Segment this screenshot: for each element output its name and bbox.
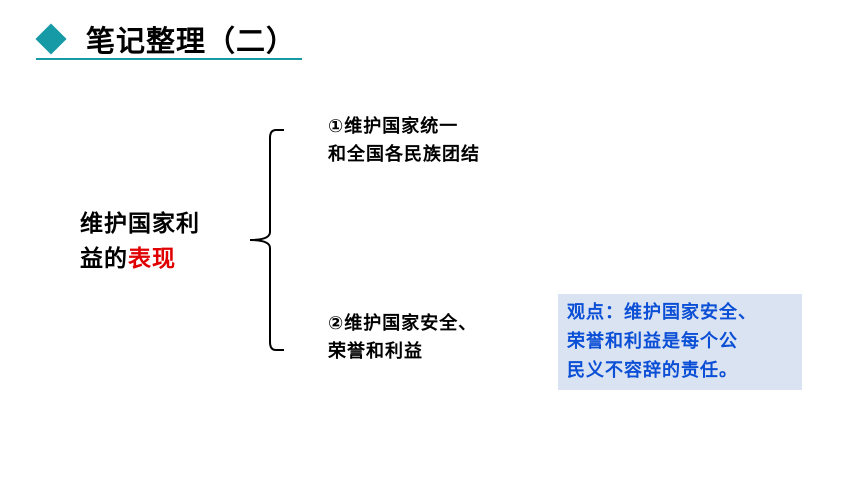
viewpoint-note-box: 观点：维护国家安全、 荣誉和利益是每个公 民义不容辞的责任。 bbox=[558, 294, 802, 390]
point-2-line-2: 荣誉和利益 bbox=[328, 341, 423, 362]
note-line-3: 民义不容辞的责任。 bbox=[567, 360, 738, 381]
point-1-line-2: 和全国各民族团结 bbox=[328, 144, 480, 165]
main-concept-highlight: 表现 bbox=[128, 246, 176, 272]
slide-title: 笔记整理（二） bbox=[86, 24, 297, 58]
left-brace bbox=[249, 129, 284, 351]
point-item-2: ②维护国家安全、 荣誉和利益 bbox=[328, 310, 477, 366]
diamond-icon bbox=[35, 23, 67, 55]
note-line-2: 荣誉和利益是每个公 bbox=[567, 331, 738, 352]
main-concept-prefix: 益的 bbox=[80, 246, 128, 272]
point-2-line-1: ②维护国家安全、 bbox=[328, 313, 478, 334]
point-1-line-1: ①维护国家统一 bbox=[328, 116, 459, 137]
note-line-1: 观点：维护国家安全、 bbox=[567, 302, 757, 323]
main-concept-line-1: 维护国家利 bbox=[80, 211, 200, 237]
title-underline bbox=[36, 58, 302, 60]
point-item-1: ①维护国家统一 和全国各民族团结 bbox=[328, 113, 480, 169]
slide-header: 笔记整理（二） bbox=[35, 14, 302, 64]
main-concept-line-2: 益的表现 bbox=[80, 242, 240, 277]
viewpoint-note-text: 观点：维护国家安全、 荣誉和利益是每个公 民义不容辞的责任。 bbox=[567, 298, 802, 385]
main-concept-label: 维护国家利 益的表现 bbox=[80, 207, 240, 277]
